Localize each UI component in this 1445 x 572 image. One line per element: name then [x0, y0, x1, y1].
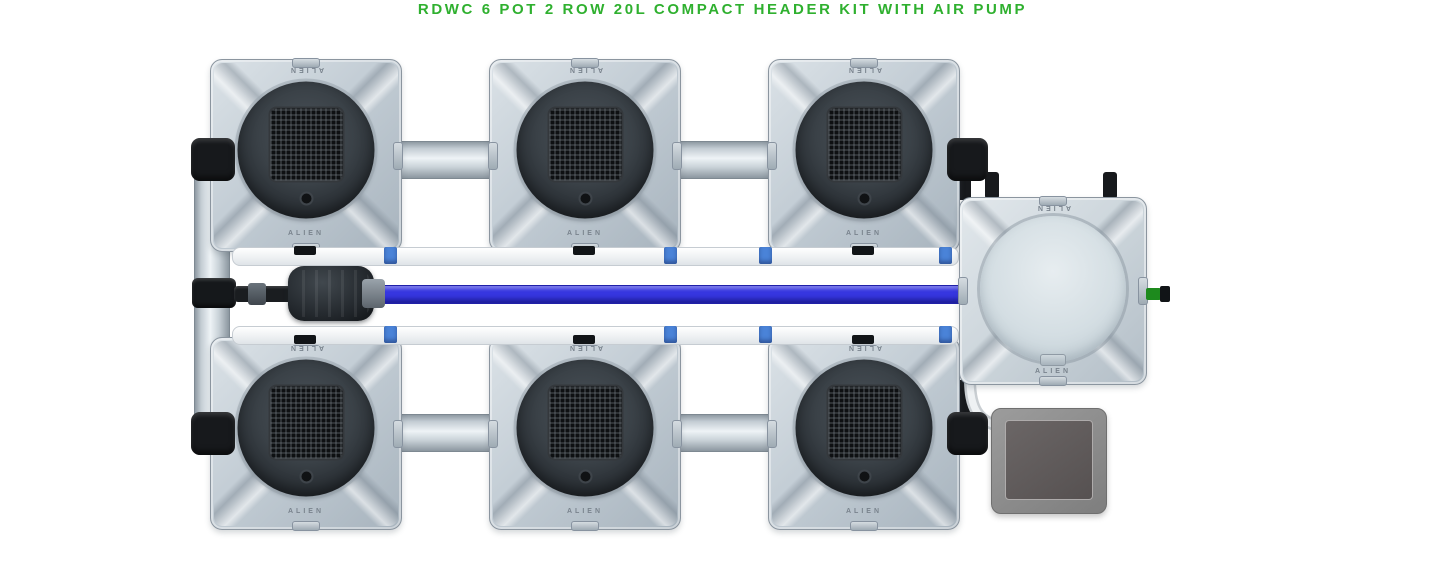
brand-label: ALIEN	[846, 508, 882, 515]
pipe-clamp	[294, 335, 316, 344]
tee-fitting-left	[192, 278, 236, 308]
tank-lid	[980, 216, 1126, 367]
brand-label: ALIEN	[567, 230, 603, 237]
manifold-coupler	[384, 247, 397, 264]
lid-clip	[488, 419, 498, 448]
manifold-coupler	[939, 247, 952, 264]
lid-clip	[488, 141, 498, 170]
elbow-fitting-top-left	[191, 138, 235, 181]
net-pot-mesh	[270, 108, 342, 181]
pot: ALIEN ALIEN	[767, 336, 961, 531]
pipe-clamp	[294, 246, 316, 255]
lid-clip	[393, 141, 403, 170]
lid-tab	[1040, 354, 1066, 367]
pot-lid	[237, 81, 375, 219]
brand-label: ALIEN	[567, 344, 603, 351]
lid-clip	[767, 141, 777, 170]
brand-label: ALIEN	[846, 344, 882, 351]
pot: ALIEN ALIEN	[488, 58, 682, 253]
lid-plug	[859, 193, 869, 204]
lid-clip	[292, 58, 320, 68]
manifold-coupler	[939, 326, 952, 343]
air-pump-top-plate	[1005, 420, 1093, 500]
air-inlet-fitting	[1103, 172, 1117, 199]
air-manifold-pipe-bottom	[232, 326, 959, 345]
brand-label: ALIEN	[846, 230, 882, 237]
lid-plug	[859, 471, 869, 482]
product-title: RDWC 6 POT 2 ROW 20L COMPACT HEADER KIT …	[417, 1, 1028, 18]
manifold-coupler	[664, 326, 677, 343]
pipe-clamp	[852, 246, 874, 255]
brand-label: ALIEN	[567, 66, 603, 73]
lid-plug	[301, 471, 311, 482]
lid-clip	[292, 521, 320, 531]
water-pump	[288, 266, 374, 321]
brand-label: ALIEN	[846, 66, 882, 73]
pipe-clamp	[852, 335, 874, 344]
pot: ALIEN ALIEN	[209, 336, 403, 531]
water-delivery-pipe	[380, 285, 964, 304]
net-pot-mesh	[549, 386, 621, 459]
pipe-clamp	[573, 335, 595, 344]
lid-clip	[571, 58, 599, 68]
net-pot-mesh	[549, 108, 621, 181]
pump-outlet-collar	[362, 279, 385, 308]
brand-label: ALIEN	[567, 508, 603, 515]
pot-lid	[516, 359, 654, 497]
pot-lid	[795, 359, 933, 497]
pot: ALIEN ALIEN	[767, 58, 961, 253]
elbow-fitting-bottom-right	[947, 412, 988, 455]
lid-clip	[850, 521, 878, 531]
brand-label: ALIEN	[288, 230, 324, 237]
net-pot-mesh	[828, 386, 900, 459]
lid-clip	[672, 141, 682, 170]
lid-clip	[672, 419, 682, 448]
lid-clip	[393, 419, 403, 448]
lid-plug	[301, 193, 311, 204]
manifold-coupler	[664, 247, 677, 264]
net-pot-mesh	[270, 386, 342, 459]
brand-label: ALIEN	[288, 344, 324, 351]
net-pot-mesh	[828, 108, 900, 181]
pump-union-fitting	[248, 283, 266, 305]
brand-label: ALIEN	[288, 66, 324, 73]
lid-clip	[571, 521, 599, 531]
lid-plug	[580, 193, 590, 204]
manifold-coupler	[759, 247, 772, 264]
pot-lid	[237, 359, 375, 497]
lid-clip	[767, 419, 777, 448]
pot: ALIEN ALIEN	[488, 336, 682, 531]
elbow-fitting-top-right	[947, 138, 988, 181]
brand-label: ALIEN	[1035, 204, 1071, 211]
lid-clip	[850, 58, 878, 68]
lid-clip	[958, 277, 968, 305]
manifold-coupler	[759, 326, 772, 343]
drain-fitting-tip	[1160, 286, 1170, 302]
air-inlet-fitting	[985, 172, 999, 199]
manifold-coupler	[384, 326, 397, 343]
header-tank: ALIEN ALIEN	[958, 196, 1148, 386]
pot-lid	[516, 81, 654, 219]
brand-label: ALIEN	[1035, 368, 1071, 375]
air-manifold-pipe-top	[232, 247, 959, 266]
lid-clip	[1039, 196, 1067, 206]
pipe-clamp	[573, 246, 595, 255]
pot-lid	[795, 81, 933, 219]
pot: ALIEN ALIEN	[209, 58, 403, 253]
brand-label: ALIEN	[288, 508, 324, 515]
lid-clip	[1039, 376, 1067, 386]
drain-fitting-green	[1146, 288, 1161, 300]
lid-plug	[580, 471, 590, 482]
air-pump	[991, 408, 1107, 514]
elbow-fitting-bottom-left	[191, 412, 235, 455]
